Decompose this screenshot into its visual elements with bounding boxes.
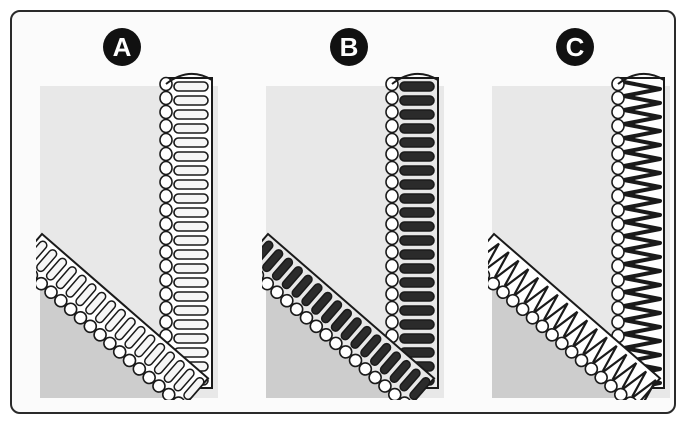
stitch	[400, 96, 434, 105]
stitch	[400, 334, 434, 343]
seam-loop	[612, 316, 624, 329]
seam-loop	[160, 204, 172, 217]
stitch	[174, 264, 208, 273]
seam-loop	[386, 316, 398, 329]
stitch	[174, 334, 208, 343]
seam-loop	[612, 204, 624, 217]
stitch	[174, 320, 208, 329]
seam-loop	[386, 92, 398, 105]
panel-c	[488, 28, 688, 400]
seam-loop	[160, 134, 172, 147]
stitch	[400, 82, 434, 91]
seam-loop	[386, 246, 398, 259]
seam-loop	[160, 120, 172, 133]
seam-loop	[612, 218, 624, 231]
seam-loop	[160, 190, 172, 203]
seam-loop	[612, 134, 624, 147]
seam-loop	[612, 246, 624, 259]
stitch	[174, 138, 208, 147]
seam-loop	[160, 106, 172, 119]
stitch	[400, 250, 434, 259]
seam-loop	[160, 176, 172, 189]
seam-loop	[612, 148, 624, 161]
stitch	[400, 124, 434, 133]
panel-b	[262, 28, 462, 400]
stitch	[400, 110, 434, 119]
stitch	[174, 306, 208, 315]
stitch	[174, 236, 208, 245]
stitch	[400, 320, 434, 329]
stitch	[174, 152, 208, 161]
seam-loop	[386, 162, 398, 175]
stitch	[400, 166, 434, 175]
seam-loop	[386, 302, 398, 315]
seam-loop	[386, 218, 398, 231]
stitch	[400, 208, 434, 217]
seam-loop	[160, 92, 172, 105]
seam-loop	[386, 232, 398, 245]
stitch	[174, 194, 208, 203]
seam-loop	[386, 176, 398, 189]
seam-loop	[160, 288, 172, 301]
seam-loop	[386, 190, 398, 203]
seam-loop	[160, 316, 172, 329]
seam-loop	[160, 232, 172, 245]
panel-a-illustration	[36, 28, 236, 400]
seam-loop	[612, 92, 624, 105]
seam-loop	[612, 260, 624, 273]
seam-loop	[612, 190, 624, 203]
stitch	[174, 110, 208, 119]
seam-loop	[612, 176, 624, 189]
stitch	[174, 292, 208, 301]
stitch	[174, 222, 208, 231]
stitch	[400, 236, 434, 245]
stitch	[400, 138, 434, 147]
stitch	[174, 166, 208, 175]
vertical-seam	[160, 74, 212, 388]
seam-loop	[160, 162, 172, 175]
stitch	[400, 278, 434, 287]
seam-loop	[160, 302, 172, 315]
seam-loop	[386, 148, 398, 161]
seam-loop	[612, 288, 624, 301]
seam-loop	[612, 274, 624, 287]
seam-loop	[612, 232, 624, 245]
stitch	[400, 194, 434, 203]
seam-loop	[386, 204, 398, 217]
stitch	[400, 180, 434, 189]
panel-c-illustration	[488, 28, 688, 400]
seam-loop	[386, 134, 398, 147]
seam-loop	[160, 148, 172, 161]
stitch	[400, 306, 434, 315]
seam-loop	[612, 162, 624, 175]
vertical-seam	[386, 74, 438, 388]
stitch	[174, 180, 208, 189]
seam-loop	[612, 302, 624, 315]
seam-loop	[160, 274, 172, 287]
seam-loop	[612, 120, 624, 133]
seam-loop	[386, 120, 398, 133]
seam-loop	[612, 106, 624, 119]
stitch	[174, 278, 208, 287]
stitch	[174, 82, 208, 91]
stitch	[174, 96, 208, 105]
stitch	[400, 222, 434, 231]
seam-loop	[386, 260, 398, 273]
seam-loop	[386, 288, 398, 301]
seam-loop	[160, 246, 172, 259]
seam-loop	[386, 274, 398, 287]
panel-a	[36, 28, 236, 400]
seam-loop	[386, 106, 398, 119]
seam-loop	[160, 218, 172, 231]
stitch	[174, 208, 208, 217]
stitch	[400, 264, 434, 273]
panel-b-illustration	[262, 28, 462, 400]
stitch	[174, 250, 208, 259]
seam-loop	[160, 260, 172, 273]
stitch	[400, 292, 434, 301]
stitch	[400, 152, 434, 161]
stitch	[174, 124, 208, 133]
